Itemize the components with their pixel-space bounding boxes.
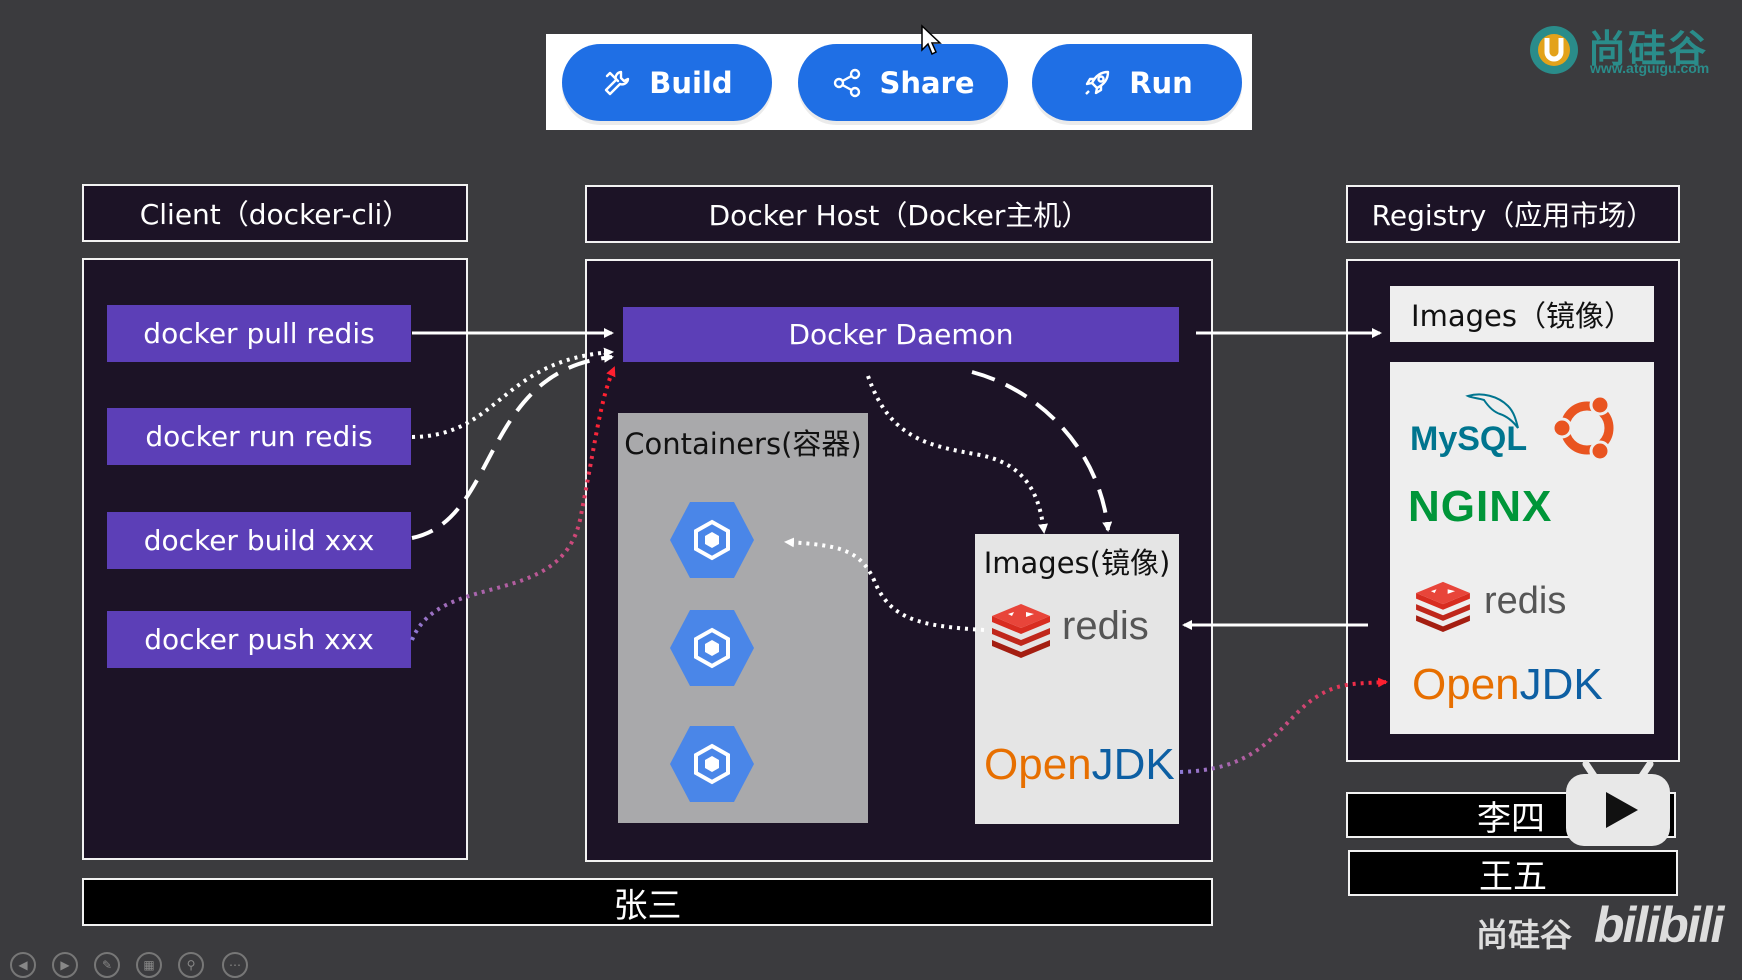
logo-cn-text: 尚硅谷	[1588, 29, 1709, 71]
registry-image-redis[interactable]: redis	[1412, 580, 1612, 636]
host-redis-text: redis	[1062, 604, 1149, 648]
registry-image-openjdk[interactable]: OpenJDK	[1412, 660, 1603, 710]
registry-image-nginx[interactable]: NGINX	[1408, 482, 1553, 531]
redis-icon	[992, 604, 1050, 658]
host-image-redis[interactable]: redis	[990, 602, 1170, 658]
mysql-dolphin-icon	[1465, 393, 1519, 429]
workflow-toolbar: Build Share Run	[546, 34, 1252, 130]
host-image-openjdk[interactable]: OpenJDK	[984, 740, 1175, 794]
run-button[interactable]: Run	[1032, 44, 1242, 121]
slides-grid-button[interactable]: ▦	[136, 952, 162, 978]
host-images-box: Images(镜像)	[975, 534, 1179, 824]
atguigu-logo: 尚硅谷 www.atguigu.com	[1528, 22, 1738, 82]
ubuntu-icon[interactable]	[1550, 392, 1624, 464]
watermark-site-text: bilibili	[1594, 897, 1724, 953]
user-zhangsan-bar: 张三	[82, 878, 1213, 926]
redis-icon	[1416, 581, 1470, 632]
container-icon[interactable]	[668, 496, 756, 584]
mouse-cursor-icon	[921, 24, 942, 56]
cmd-docker-build[interactable]: docker build xxx	[107, 512, 411, 569]
registry-redis-text: redis	[1484, 580, 1567, 622]
containers-label: Containers(容器)	[624, 427, 862, 461]
user-wangwu-bar: 王五	[1348, 850, 1678, 897]
watermark-cn-text: 尚硅谷	[1476, 916, 1573, 954]
container-icon[interactable]	[668, 604, 756, 692]
zoom-button[interactable]: ⚲	[178, 952, 204, 978]
atguigu-u-icon	[1530, 26, 1578, 74]
client-header: Client（docker-cli）	[82, 184, 468, 242]
prev-slide-button[interactable]: ◀	[10, 952, 36, 978]
wrench-icon	[605, 70, 630, 95]
share-icon	[834, 68, 861, 97]
registry-image-mysql[interactable]: MySQL	[1410, 390, 1527, 460]
cmd-docker-push[interactable]: docker push xxx	[107, 611, 411, 668]
host-openjdk-text: OpenJDK	[984, 740, 1175, 789]
registry-openjdk-text: OpenJDK	[1412, 660, 1603, 709]
play-icon	[1566, 760, 1670, 846]
registry-images-box: MySQL NGINX redis OpenJDK	[1390, 362, 1654, 734]
bilibili-watermark: 尚硅谷 bilibili	[1476, 896, 1736, 960]
share-button[interactable]: Share	[798, 44, 1008, 121]
share-label: Share	[879, 65, 975, 100]
docker-daemon[interactable]: Docker Daemon	[623, 307, 1179, 362]
registry-images-label: Images（镜像）	[1390, 286, 1654, 342]
bilibili-play-overlay[interactable]	[1564, 760, 1672, 848]
pen-tool-button[interactable]: ✎	[94, 952, 120, 978]
docker-host-header: Docker Host（Docker主机）	[585, 185, 1213, 243]
build-label: Build	[649, 65, 733, 100]
more-options-button[interactable]: ⋯	[222, 952, 248, 978]
host-images-label: Images(镜像)	[983, 546, 1171, 580]
registry-header: Registry（应用市场）	[1346, 185, 1680, 243]
build-button[interactable]: Build	[562, 44, 772, 121]
logo-url-text: www.atguigu.com	[1590, 60, 1710, 76]
next-slide-button[interactable]: ▶	[52, 952, 78, 978]
run-label: Run	[1129, 65, 1193, 100]
container-icon[interactable]	[668, 720, 756, 808]
rocket-icon	[1085, 70, 1110, 95]
cmd-docker-run[interactable]: docker run redis	[107, 408, 411, 465]
cmd-docker-pull[interactable]: docker pull redis	[107, 305, 411, 362]
mysql-text: MySQL	[1410, 420, 1528, 458]
